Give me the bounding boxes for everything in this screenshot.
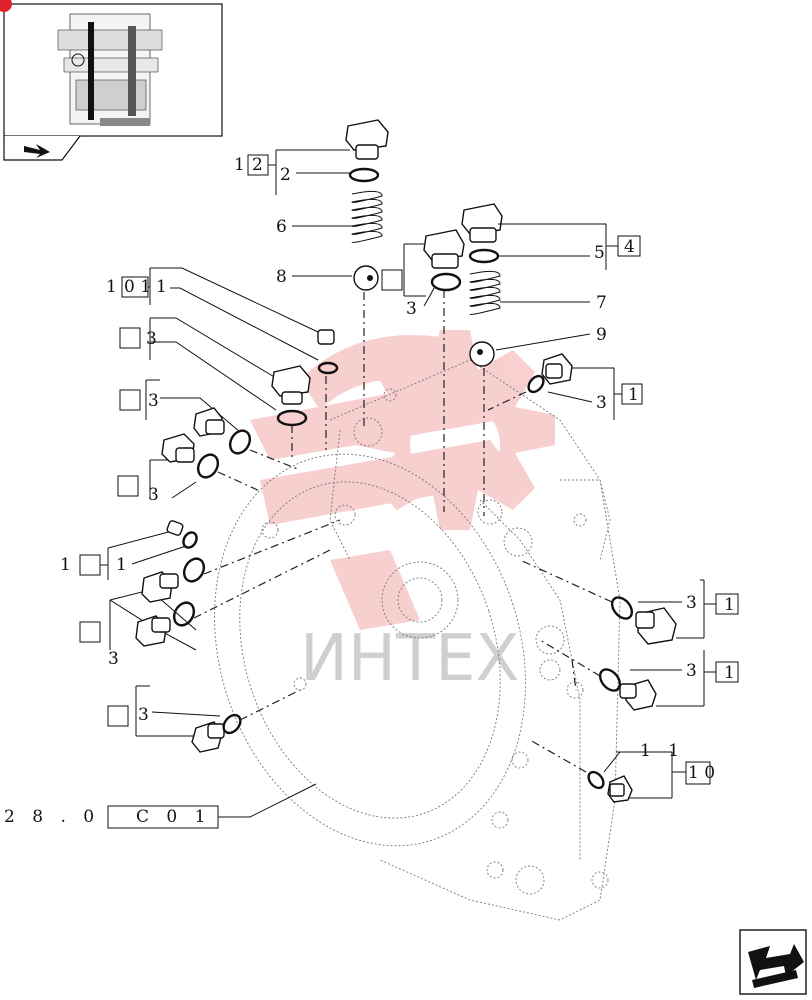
box-L6 [381,269,403,291]
label-3a: 3 [146,329,157,349]
callout-101-num: 1 [106,277,117,297]
callout-110-box-text: 1 0 [688,763,715,783]
callout-101[interactable]: 1 0 1 [106,267,319,333]
oring-2 [348,167,380,183]
callout-100[interactable]: 1 0 [60,529,177,580]
plug-4 [461,203,503,243]
label-8: 8 [276,267,287,287]
transmission-assembly-thumbnail-icon [57,13,163,126]
label-5: 5 [594,243,605,263]
gear-logo-icon [250,330,555,630]
housing-outline [214,359,621,921]
plug-3f [191,721,225,753]
plug-3d [141,571,179,603]
watermark-text: ИНТЕХ [300,622,519,696]
box-1b: 1 [724,595,735,615]
label-3g: 3 [596,393,607,413]
next-page-button[interactable] [739,929,807,995]
box-1a: 1 [628,385,639,405]
ball-8 [353,265,379,291]
label-9: 9 [596,325,607,345]
callout-12[interactable]: 1 2 [234,149,350,195]
next-arrow-icon [748,944,804,988]
reference-section: 2 8 . 0 / [4,807,123,827]
callout-4-box-text: 4 [624,237,635,257]
reference-callout[interactable]: 2 8 . 0 / C 0 1 [4,783,317,829]
plug-3e [135,615,171,647]
box-L2 [119,389,141,411]
callout-110-num: 1 1 [640,741,685,761]
reference-code: C 0 1 [136,807,211,827]
plug-3h [541,353,573,385]
small-plug-1 [317,329,335,345]
plug-12 [345,119,389,160]
thumbnail-panel[interactable] [0,0,223,161]
callout-4[interactable]: 5 4 [498,223,641,270]
box-L5 [107,705,129,727]
label-6: 6 [276,217,287,237]
label-3d: 3 [108,649,119,669]
label-3e: 3 [138,705,149,725]
label-3i: 3 [686,661,697,681]
label-3f: 3 [406,299,417,319]
label-3c: 3 [148,485,159,505]
label-3h: 3 [686,593,697,613]
plug-3c [161,433,195,463]
spring-7 [469,270,501,315]
plug-3a [271,365,311,405]
callout-12-box-text: 2 [252,155,263,175]
callout-12-num: 1 [234,155,245,175]
callout-110[interactable]: 1 1 1 0 [616,741,715,799]
spring-6 [351,190,383,243]
box-L3 [117,475,139,497]
callout-101-box-text: 0 1 [124,277,151,297]
plug-3b [193,407,225,437]
box-L4 [79,621,101,643]
plug-3i [635,607,677,645]
label-1b: 1 [116,555,127,575]
box-1c: 1 [724,663,735,683]
plug-11 [607,775,633,803]
plug-3g [423,229,465,269]
label-3b: 3 [148,391,159,411]
label-7: 7 [596,293,607,313]
watermark: ИНТЕХ [250,330,555,696]
box-L1 [119,327,141,349]
plug-3j [619,679,657,711]
label-1a: 1 [156,277,167,297]
label-2: 2 [280,165,291,185]
folder-arrow-icon [24,144,50,158]
